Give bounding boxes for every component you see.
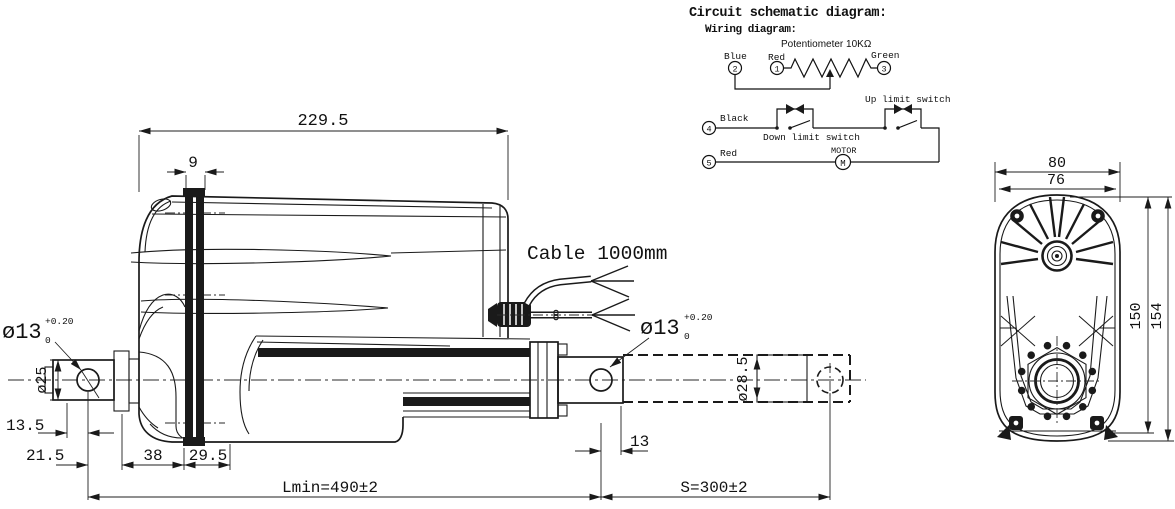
down-switch-blade [789,119,811,129]
end-view-dimensions: 80 76 150 154 [994,155,1174,442]
centerlines [8,212,866,424]
circuit-schematic: Circuit schematic diagram: Wiring diagra… [689,6,951,171]
stroke-phantom [623,354,851,403]
front-mounting-hole [76,368,100,392]
dim-bracket-width: 9 [188,154,198,172]
svg-text:1: 1 [774,65,779,75]
dim-rear-hole: ø13 [640,316,680,341]
cable-assembly: Cable 1000mm [488,243,667,332]
label-black: Black [720,113,749,124]
potentiometer-label: Potentiometer 10KΩ [781,39,872,50]
cable-gland [488,303,497,327]
label-red-bottom: Red [720,148,737,159]
up-switch-blade [897,119,918,129]
circuit-subtitle: Wiring diagram: [705,24,797,36]
vent-slot [150,198,172,212]
wire-strands [590,265,635,332]
dim-rod-dia: ø28.5 [735,356,752,401]
dim-height-154: 154 [1149,302,1166,329]
resistor-zigzag [783,57,878,79]
dim-inner-width: 76 [1047,172,1065,189]
dim-rear-hole-tol-lower: 0 [684,331,690,342]
dim-13: 13 [630,433,649,451]
up-switch-label: Up limit switch [865,94,951,105]
limit-switch-line: 4 Black Down limit switch Up limit switc… [701,94,951,162]
dim-height-150: 150 [1128,302,1145,329]
tube-cross-section [1012,336,1102,426]
label-green: Green [871,50,900,61]
dim-outer-width: 80 [1048,155,1066,172]
tube-assembly [239,335,568,435]
mounting-bracket [183,188,205,446]
end-view: 80 76 150 154 [994,155,1174,442]
dim-clevis-dia: ø25 [34,366,51,393]
potentiometer-network: 2 1 3 Blue Red Green [724,50,900,90]
dim-29-5: 29.5 [189,447,227,465]
center-boss [1041,240,1073,272]
motor-label: MOTOR [831,146,857,156]
mid-braces [1000,315,1115,347]
dim-rear-hole-tol-upper: +0.20 [684,312,713,323]
down-switch-label: Down limit switch [763,132,860,143]
dim-13-5: 13.5 [6,417,44,435]
dim-stroke-length: S=300±2 [680,479,747,497]
dim-retracted-length: Lmin=490±2 [282,479,378,497]
cable-length-label: Cable 1000mm [527,243,667,265]
svg-text:2: 2 [732,65,737,75]
dim-front-hole-tol-lower: 0 [45,335,51,346]
svg-text:4: 4 [706,125,711,135]
wiper-arrow [826,69,834,77]
svg-text:M: M [840,159,845,169]
rod-end [557,356,624,404]
rib-fan [1000,196,1114,266]
side-view-dimensions: 229.5 9 ø13 +0.20 0 ø25 13.5 [2,112,831,501]
svg-text:5: 5 [706,159,711,169]
svg-text:3: 3 [881,65,886,75]
dim-overall-length: 229.5 [297,112,348,131]
dim-front-hole-tol-upper: +0.20 [45,316,74,327]
dim-21-5: 21.5 [26,447,64,465]
side-view: Cable 1000mm 229.5 9 ø13 +0.20 0 ø25 [2,112,866,501]
label-blue: Blue [724,51,747,62]
dim-38: 38 [143,447,162,465]
rear-mounting-hole [589,368,613,392]
label-red-top: Red [768,52,785,63]
circuit-title: Circuit schematic diagram: [689,6,887,21]
dim-front-hole: ø13 [2,320,42,345]
bolt-circle [1017,341,1097,421]
motor-line: 5 Red M MOTOR [701,146,939,171]
base-details [997,416,1118,440]
